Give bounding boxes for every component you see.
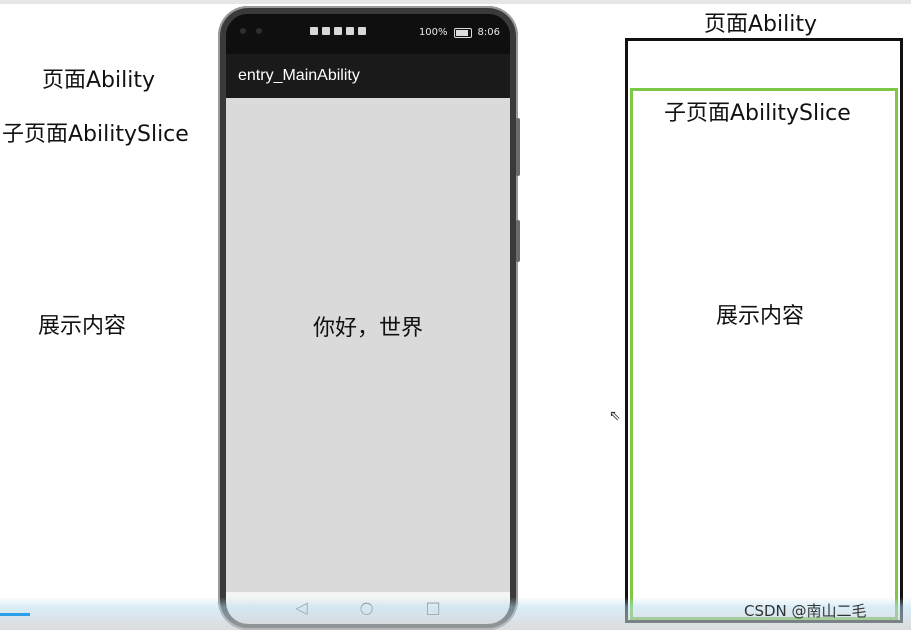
label-page-ability: 页面Ability <box>42 68 155 93</box>
diagram-inner-title: 子页面AbilitySlice <box>664 101 851 126</box>
sensor-dot-icon <box>256 28 262 34</box>
phone-frame: 100% 8:06 entry_MainAbility 你好，世界 ◁ ○ □ <box>218 6 520 630</box>
status-left <box>240 28 262 34</box>
status-icons <box>310 27 366 35</box>
video-progress-bar[interactable] <box>0 613 30 616</box>
watermark: CSDN @南山二毛 <box>744 602 867 620</box>
notification-icon <box>346 27 354 35</box>
phone-power-button <box>516 118 520 176</box>
battery-percent: 100% <box>418 27 448 38</box>
status-bar: 100% 8:06 <box>226 14 510 54</box>
hello-world-text: 你好，世界 <box>312 316 423 341</box>
diagram-inner-box <box>630 88 898 620</box>
wifi-icon <box>334 27 342 35</box>
battery-icon <box>453 27 472 38</box>
label-display-content: 展示内容 <box>38 314 127 339</box>
signal-icon <box>310 27 318 35</box>
camera-dot-icon <box>240 28 246 34</box>
mouse-cursor-icon: ⇖ <box>609 408 621 424</box>
diagram-inner-content: 展示内容 <box>716 304 805 329</box>
network-icon <box>322 27 330 35</box>
status-time: 8:06 <box>477 27 500 38</box>
app-title: entry_MainAbility <box>238 67 360 84</box>
top-divider <box>0 0 911 4</box>
page-content: 你好，世界 <box>226 98 510 592</box>
phone-volume-button <box>516 220 520 262</box>
diagram-outer-box <box>625 38 903 623</box>
diagram-outer-title: 页面Ability <box>704 12 817 37</box>
label-sub-page-ability-slice: 子页面AbilitySlice <box>2 122 189 147</box>
app-bar: entry_MainAbility <box>226 54 510 98</box>
video-controls-overlay[interactable] <box>0 597 911 630</box>
status-right: 100% 8:06 <box>419 27 500 38</box>
location-icon <box>358 27 366 35</box>
phone-screen: 100% 8:06 entry_MainAbility 你好，世界 ◁ ○ □ <box>226 14 510 624</box>
